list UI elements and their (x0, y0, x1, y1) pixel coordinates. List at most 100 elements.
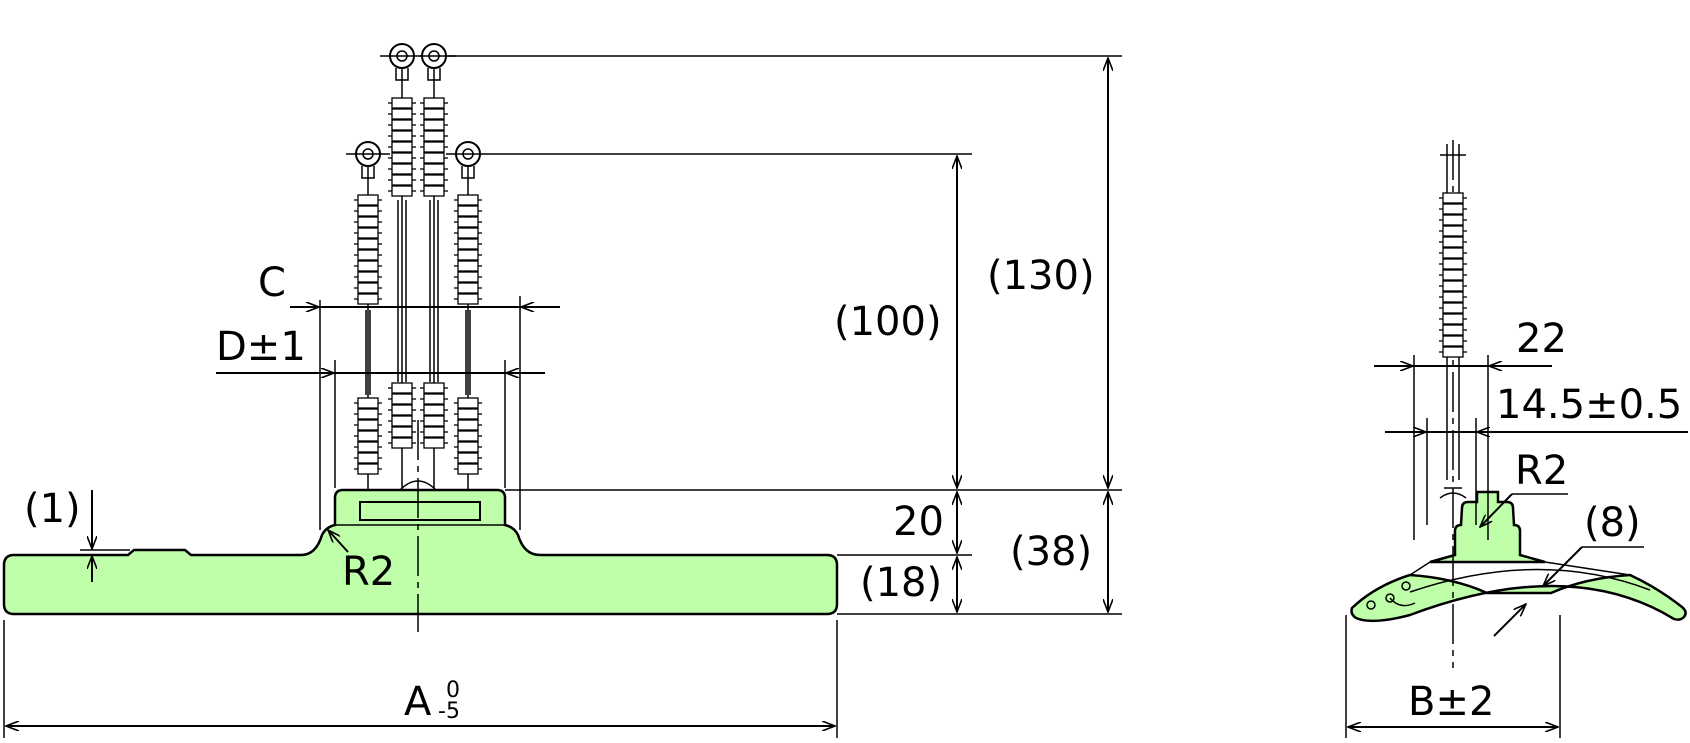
insulator-bead (1438, 291, 1468, 303)
dim-8-label: (8) (1584, 500, 1641, 546)
insulator-bead (1438, 335, 1468, 347)
insulator-bead (387, 174, 417, 186)
insulator-bead (453, 282, 483, 294)
insulator-bead (1438, 313, 1468, 325)
insulator-bead (1438, 192, 1468, 204)
dim-38-label: (38) (1010, 529, 1092, 575)
insulator-bead (453, 194, 483, 206)
insulator-bead (1438, 236, 1468, 248)
insulator-bead (453, 205, 483, 217)
insulator-bead (419, 97, 449, 109)
insulator-bead (353, 227, 383, 239)
radius-r2-side-label: R2 (1515, 448, 1568, 494)
ring-terminal-icon (346, 141, 390, 179)
dim-130-label: (130) (987, 253, 1095, 299)
heater-body-side (1350, 573, 1687, 623)
insulator-bead (353, 216, 383, 228)
ring-terminal-icon (420, 43, 456, 81)
insulator-bead (1438, 203, 1468, 215)
insulator-bead (353, 260, 383, 272)
insulator-bead (453, 463, 483, 475)
insulator-bead (387, 393, 417, 405)
insulator-bead (353, 238, 383, 250)
insulator-bead (419, 141, 449, 153)
insulator-bead (419, 393, 449, 405)
dim-a-tol-upper: 0 (446, 678, 460, 703)
dim-c-label: C (258, 260, 286, 306)
insulator-bead (1438, 324, 1468, 336)
insulator-bead (387, 152, 417, 164)
insulator-bead (353, 293, 383, 305)
insulator-bead (419, 163, 449, 175)
terminal-block (359, 501, 481, 521)
insulator-bead (387, 415, 417, 427)
insulator-bead (387, 130, 417, 142)
insulator-bead (453, 271, 483, 283)
insulator-bead (419, 426, 449, 438)
insulator-bead (1438, 302, 1468, 314)
insulator-bead (453, 260, 483, 272)
insulator-bead (387, 404, 417, 416)
insulator-bead (453, 216, 483, 228)
insulator-bead (353, 271, 383, 283)
insulator-bead (453, 430, 483, 442)
insulator-bead (353, 408, 383, 420)
insulator-bead (353, 419, 383, 431)
dim-22-label: 22 (1516, 316, 1567, 362)
insulator-bead (453, 408, 483, 420)
insulator-bead (387, 108, 417, 120)
insulator-bead (419, 404, 449, 416)
heater-body-front (2, 488, 839, 616)
insulator-bead (353, 397, 383, 409)
side-view: 22 14.5±0.5 R2 (8) B±2 (1345, 140, 1688, 738)
dim-a-tol-lower: -5 (438, 699, 460, 724)
insulator-bead (419, 108, 449, 120)
insulator-bead (419, 185, 449, 197)
dim-d-label: D±1 (216, 324, 306, 370)
insulator-bead (387, 163, 417, 175)
insulator-bead (419, 152, 449, 164)
insulator-bead (453, 249, 483, 261)
insulator-bead (387, 119, 417, 131)
dim-14-5-label: 14.5±0.5 (1496, 382, 1682, 428)
insulator-bead (1438, 346, 1468, 358)
insulator-bead (387, 97, 417, 109)
insulator-bead (387, 185, 417, 197)
insulator-bead (453, 441, 483, 453)
insulator-bead (387, 141, 417, 153)
insulator-bead (453, 293, 483, 305)
insulator-bead (453, 419, 483, 431)
ring-terminal-icon (446, 141, 490, 179)
insulator-bead (387, 437, 417, 449)
dim-b-label: B±2 (1408, 679, 1494, 725)
insulator-bead (1438, 247, 1468, 259)
insulator-bead (453, 452, 483, 464)
insulator-bead (1438, 258, 1468, 270)
dim-1-label: (1) (24, 486, 81, 532)
front-view: (130) (100) (38) 20 (18) C D±1 (1) R2 A … (2, 43, 1122, 738)
insulator-bead (1438, 214, 1468, 226)
insulator-bead (353, 194, 383, 206)
insulator-bead (453, 238, 483, 250)
insulator-bead (419, 130, 449, 142)
lead-wires-front (353, 47, 483, 490)
dim-20-label: 20 (893, 499, 944, 545)
insulator-bead (353, 441, 383, 453)
insulator-bead (387, 426, 417, 438)
insulator-bead (353, 205, 383, 217)
insulator-bead (353, 430, 383, 442)
insulator-bead (419, 119, 449, 131)
insulator-bead (353, 452, 383, 464)
insulator-bead (1438, 280, 1468, 292)
dim-18-label: (18) (860, 560, 942, 606)
insulator-bead (387, 382, 417, 394)
insulator-bead (419, 174, 449, 186)
insulator-bead (453, 397, 483, 409)
insulator-bead (353, 463, 383, 475)
insulator-bead (1438, 269, 1468, 281)
insulator-bead (419, 415, 449, 427)
insulator-bead (353, 282, 383, 294)
insulator-bead (453, 227, 483, 239)
radius-r2-label: R2 (342, 549, 395, 595)
insulator-bead (419, 382, 449, 394)
